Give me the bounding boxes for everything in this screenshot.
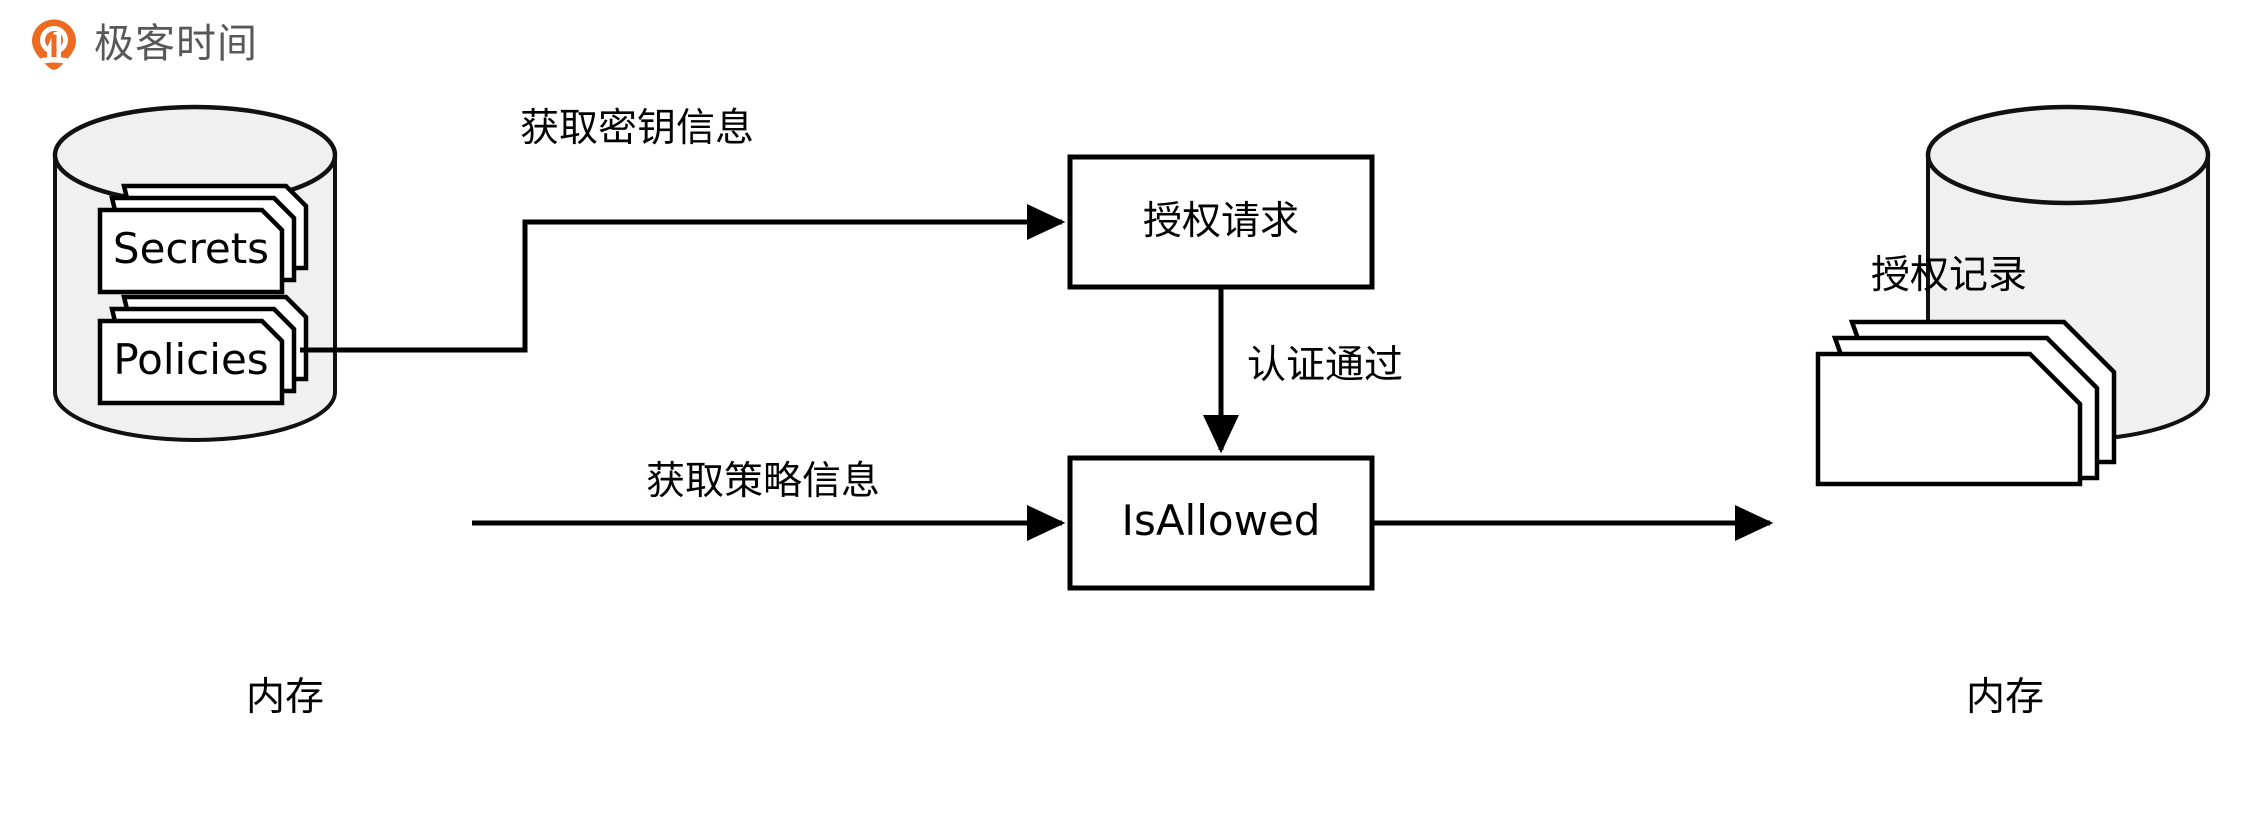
secrets-card-label: Secrets [112, 224, 270, 273]
edge-label-get-policy-info: 获取策略信息 [645, 459, 881, 504]
brand-logo: 极客时间 [28, 18, 258, 70]
edge-label-auth-passed: 认证通过 [1246, 343, 1404, 388]
edge-secrets-to-auth-request [300, 204, 1066, 353]
left-store-caption: 内存 [245, 675, 325, 720]
geektime-pin-logo-icon [32, 19, 76, 70]
policies-card-stack [97, 294, 309, 406]
auth-record-card-stack [1815, 319, 2117, 487]
edge-label-get-secret-info: 获取密钥信息 [519, 106, 755, 151]
brand-wordmark: 极客时间 [94, 21, 258, 67]
right-store-caption: 内存 [1965, 675, 2045, 720]
is-allowed-label: IsAllowed [1121, 496, 1321, 545]
secrets-card-stack [97, 183, 309, 295]
policies-card-label: Policies [113, 335, 269, 384]
auth-request-label: 授权请求 [1142, 199, 1300, 244]
auth-record-card-label: 授权记录 [1870, 253, 2028, 298]
is-allowed-box [1067, 455, 1375, 591]
